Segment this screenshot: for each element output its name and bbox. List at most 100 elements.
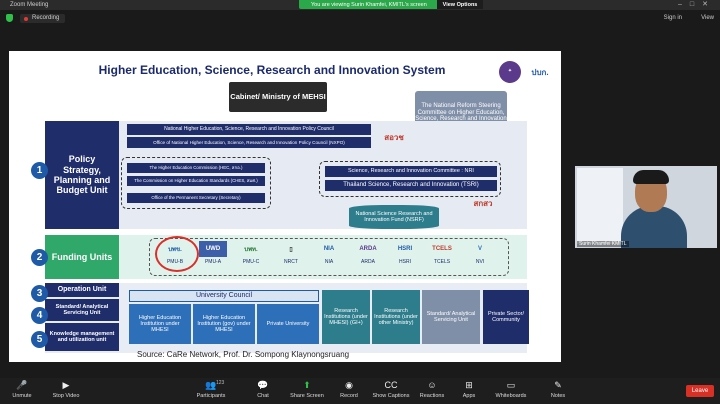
funding-unit-label: Funding Units (45, 235, 119, 279)
share-screen-icon: ⬆ (303, 380, 311, 390)
participant-video-tile[interactable]: Surin Khamfei KMITL (575, 166, 717, 248)
security-shield-icon[interactable] (6, 14, 13, 22)
funding-unit-label: PMU-C (242, 259, 260, 265)
window-controls[interactable]: –□✕ (678, 1, 716, 8)
funding-unit-8: V NVI (464, 241, 496, 265)
funding-unit-6: HSRI HSRI (389, 241, 421, 265)
participants-label: Participants (196, 393, 226, 399)
shared-slide: Higher Education, Science, Research and … (9, 51, 561, 362)
funding-unit-logo: HSRI (397, 246, 413, 252)
university-council-box: University Council (129, 290, 319, 302)
stop-video-button[interactable]: ▶ Stop Video (41, 380, 91, 399)
view-options-button[interactable]: View Options (437, 0, 483, 9)
apps-label: Apps (462, 393, 476, 399)
operation-box-5: Standard/ Analytical Servicing Unit (422, 290, 480, 344)
funding-unit-label: NRCT (284, 259, 298, 265)
chat-bubble-icon: 💬 (257, 380, 269, 390)
funding-unit-7: TCELS TCELS (426, 241, 458, 265)
hec-box: The Higher Education Commission (HEC, สก… (127, 163, 265, 173)
video-background-board (577, 168, 623, 244)
participant-hair (633, 170, 669, 184)
slide-logo: ปบก. (531, 68, 549, 78)
notes-button[interactable]: ✎Notes (533, 380, 583, 399)
ministry-seal-icon: ✦ (499, 61, 521, 83)
pmu-b-highlight-circle (155, 236, 199, 272)
policy-unit-label: Policy Strategy, Planning and Budget Uni… (45, 121, 119, 229)
share-screen-label: Share Screen (290, 393, 324, 399)
operation-box-0: Higher Education Institution under MHESI (129, 304, 191, 344)
record-button[interactable]: ◉Record (324, 380, 374, 399)
stop-video-label: Stop Video (52, 393, 80, 399)
funding-unit-label: ARDA (361, 259, 375, 265)
video-camera-icon: ▶ (62, 380, 70, 390)
funding-unit-4: NIA NIA (313, 241, 345, 265)
salao-label: สกสว (473, 199, 493, 209)
captions-label: Show Captions (372, 393, 410, 399)
funding-unit-2: บพท.PMU-C (235, 241, 267, 265)
sorowo-label: สอวช (384, 133, 404, 143)
funding-unit-3: ▯ NRCT (275, 241, 307, 266)
slide-caption: Source: CaRe Network, Prof. Dr. Sompong … (137, 350, 350, 359)
meeting-topbar: Recording Sign in View (0, 12, 720, 26)
captions-icon: CC (384, 380, 398, 390)
nxpo-office-box: Office of National Higher Education, Sci… (127, 137, 371, 148)
funding-band (45, 235, 527, 279)
unmute-label: Unmute (12, 393, 32, 399)
participants-icon: 👥 (205, 380, 217, 390)
view-button[interactable]: View (701, 15, 714, 21)
whiteboards-label: Whiteboards (495, 393, 527, 399)
funding-unit-label: NIA (324, 259, 334, 265)
higher-ed-group (121, 157, 271, 209)
operation-unit-label: Operation Unit (45, 283, 119, 297)
funding-unit-1: UWD PMU-A (197, 241, 229, 265)
tsri-box: Thailand Science, Research and Innovatio… (325, 180, 497, 191)
step-number-1: 1 (31, 162, 48, 179)
whiteboards-button[interactable]: ▭Whiteboards (486, 380, 536, 399)
permanent-secretary-box: Office of the Permanent Secretary (Secre… (127, 193, 265, 203)
slide-title: Higher Education, Science, Research and … (98, 63, 446, 77)
funding-unit-label: NVI (475, 259, 485, 265)
participant-name: Surin Khamfei KMITL (577, 241, 629, 247)
sign-in-link[interactable]: Sign in (663, 15, 682, 21)
unmute-button[interactable]: 🎤Unmute (0, 380, 47, 399)
reactions-label: Reactions (419, 393, 445, 399)
funding-unit-logo: NIA (323, 246, 335, 252)
step-number-4: 4 (31, 307, 48, 324)
operation-box-6: Private Sector/ Community (483, 290, 529, 344)
window-title: Zoom Meeting (10, 2, 49, 8)
funding-unit-logo: UWD (199, 241, 227, 257)
apps-button[interactable]: ⊞ Apps (444, 380, 494, 399)
funding-units-group (149, 238, 509, 276)
share-screen-button[interactable]: ⬆ Share Screen (282, 380, 332, 399)
operation-box-4: Research Institutions (under other Minis… (372, 290, 420, 344)
show-captions-button[interactable]: CC Show Captions (366, 380, 416, 399)
operation-box-1: Higher Education Institution (gov) under… (193, 304, 255, 344)
knowledge-unit-label: Knowledge management and utilization uni… (45, 323, 119, 351)
step-number-5: 5 (31, 331, 48, 348)
step-number-3: 3 (31, 285, 48, 302)
funding-unit-logo: ▯ (289, 246, 293, 253)
funding-unit-logo: V (477, 246, 482, 252)
operation-box-3: Research Institutions (under MHESI) (GI+… (322, 290, 370, 344)
recording-indicator[interactable]: Recording (20, 14, 66, 23)
cabinet-box: Cabinet/ Ministry of MEHSI (229, 82, 327, 112)
funding-unit-label: TCELS (433, 259, 451, 265)
funding-unit-logo: ARDA (359, 246, 377, 252)
funding-unit-logo: TCELS (432, 246, 452, 252)
chat-button[interactable]: 💬Chat (238, 380, 288, 399)
reactions-button[interactable]: ☺Reactions (407, 380, 457, 399)
ches-box: The Commission on Higher Education Stand… (127, 176, 265, 186)
participant-count: 123 (216, 380, 225, 386)
screen-share-banner: You are viewing Surin Khamfei, KMITL's s… (299, 0, 483, 9)
leave-button[interactable]: Leave (686, 385, 714, 397)
sri-group (319, 161, 501, 197)
standard-unit-label: Standard/ Analytical Servicing Unit (45, 299, 119, 321)
apps-grid-icon: ⊞ (465, 380, 473, 390)
policy-council-box: National Higher Education, Science, Rese… (127, 124, 371, 135)
funding-unit-label: HSRI (399, 259, 411, 265)
participant-shirt (621, 206, 687, 248)
funding-unit-label: PMU-A (204, 259, 222, 265)
record-label: Record (340, 393, 358, 399)
